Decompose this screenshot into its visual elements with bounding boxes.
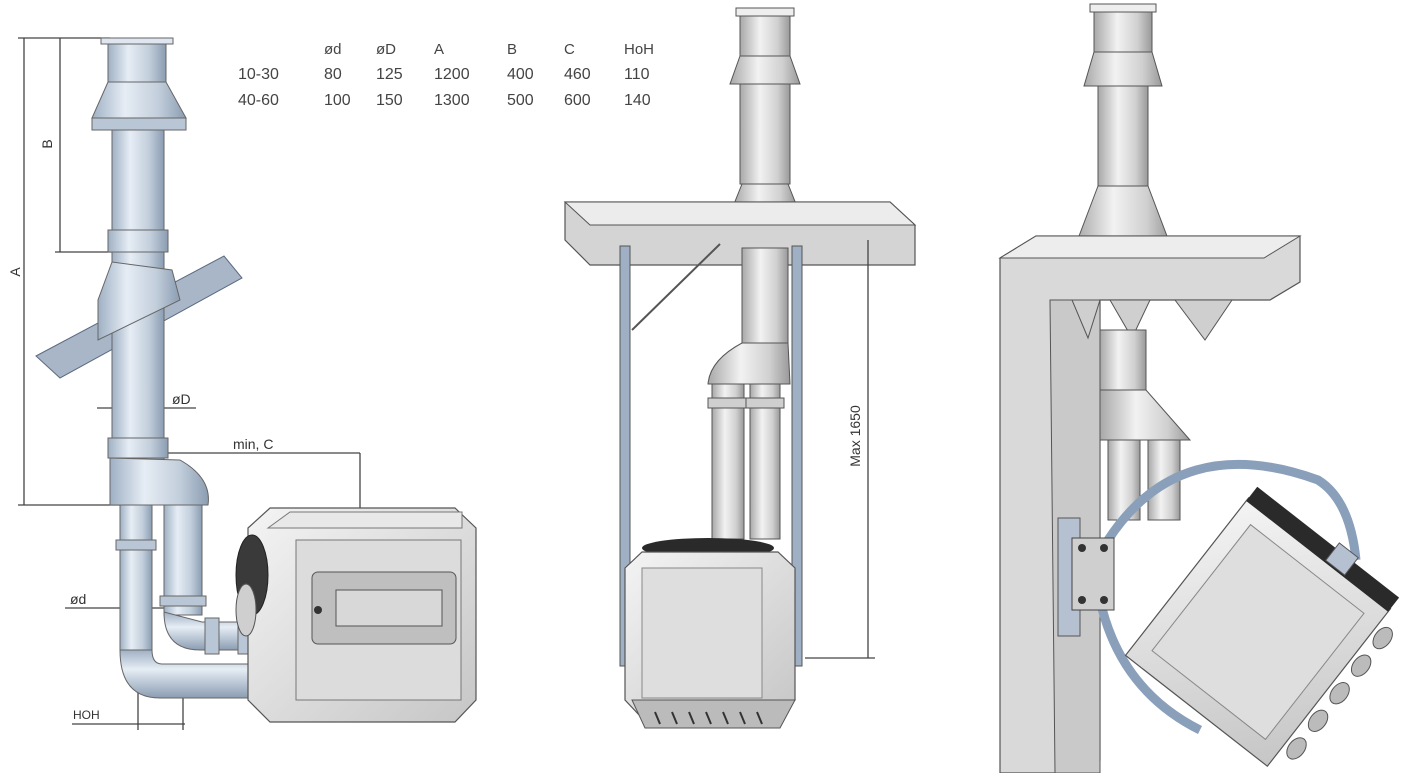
table-cell: 460 bbox=[564, 66, 591, 83]
dimension-b-label: B bbox=[39, 139, 55, 148]
table-cell: 400 bbox=[507, 66, 534, 83]
inner-diameter-label: ød bbox=[70, 591, 86, 607]
table-cell: 10-30 bbox=[238, 66, 279, 83]
min-clearance-label: min, C bbox=[233, 436, 273, 452]
table-row: 40-60 100 150 1300 500 600 140 bbox=[238, 88, 674, 114]
table-cell: 600 bbox=[564, 92, 591, 109]
table-cell: 100 bbox=[324, 92, 351, 109]
table-cell: 80 bbox=[324, 66, 342, 83]
left-installation bbox=[18, 37, 477, 730]
wall-installation bbox=[998, 3, 1400, 773]
table-cell: 1200 bbox=[434, 66, 470, 83]
table-header-cell: C bbox=[564, 40, 575, 58]
table-header-cell: ød bbox=[324, 40, 342, 58]
table-header-cell bbox=[238, 36, 324, 62]
table-header-cell: øD bbox=[376, 40, 396, 58]
dimension-table: ød øD A B C HoH 10-30 80 125 1200 400 46… bbox=[238, 36, 674, 114]
table-row: 10-30 80 125 1200 400 460 110 bbox=[238, 62, 674, 88]
table-cell: 150 bbox=[376, 92, 403, 109]
max-height-label: Max 1650 bbox=[847, 405, 863, 467]
table-header-cell: B bbox=[507, 40, 518, 58]
table-cell: 40-60 bbox=[238, 92, 279, 109]
ceiling-installation bbox=[563, 7, 917, 729]
table-header-row: ød øD A B C HoH bbox=[238, 36, 674, 62]
table-cell: 140 bbox=[624, 92, 651, 109]
table-header-cell: A bbox=[434, 40, 445, 58]
table-cell: 1300 bbox=[434, 92, 470, 109]
hoh-label: HOH bbox=[73, 708, 100, 722]
outer-diameter-label: øD bbox=[172, 391, 191, 407]
table-header-cell: HoH bbox=[624, 40, 655, 58]
dimension-a-label: A bbox=[7, 267, 23, 277]
table-cell: 110 bbox=[624, 66, 650, 83]
table-cell: 125 bbox=[376, 66, 403, 83]
table-cell: 500 bbox=[507, 92, 534, 109]
